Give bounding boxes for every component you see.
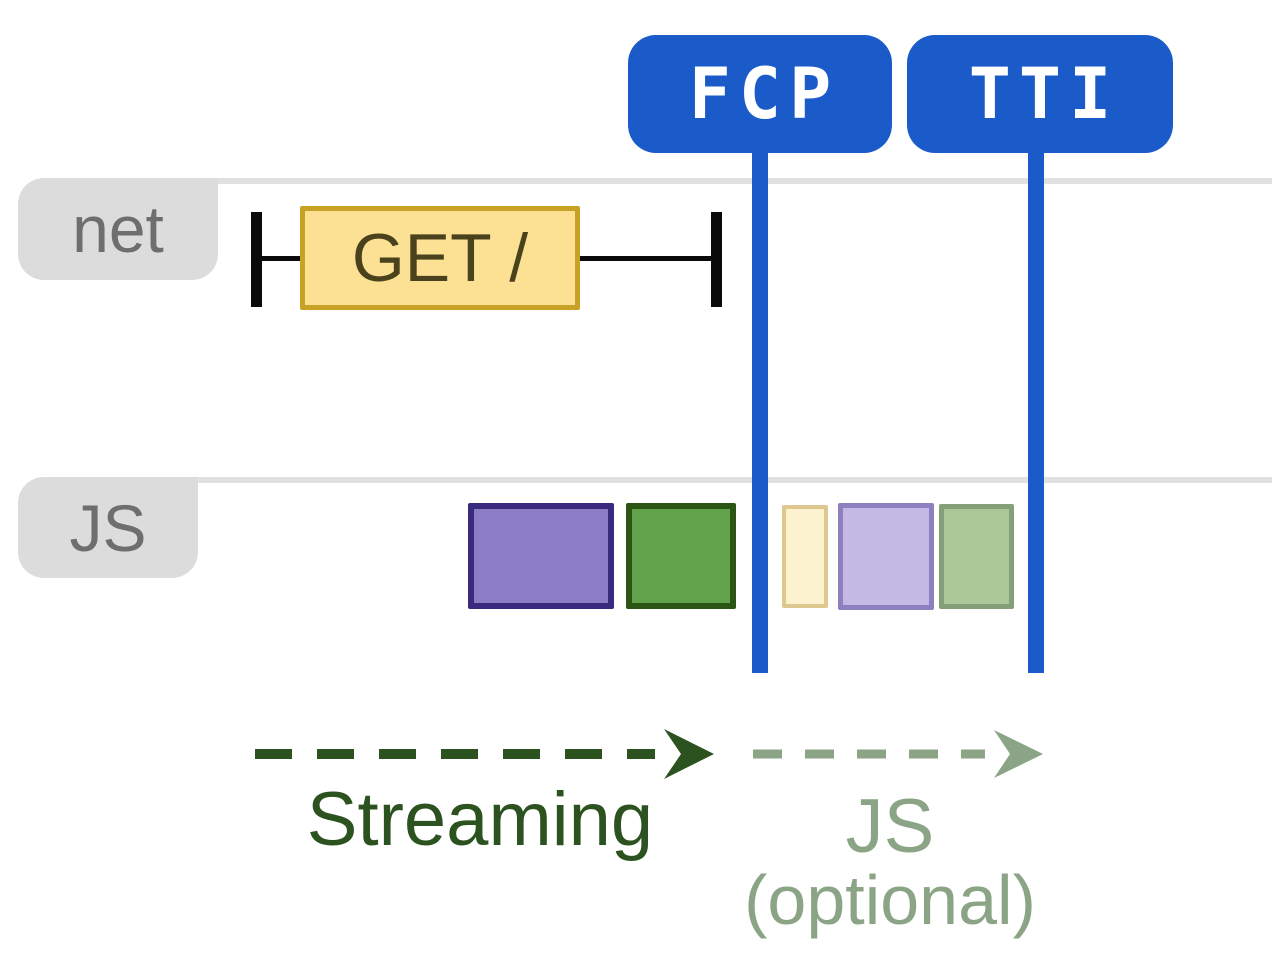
streaming-arrow — [255, 729, 714, 779]
fcp-badge-label: FCP — [688, 53, 840, 135]
request-end-tick — [711, 212, 722, 307]
net-track-line — [196, 178, 1272, 184]
js-optional-arrow — [753, 730, 1043, 778]
row-label-net: net — [18, 178, 218, 280]
request-box-get: GET / — [300, 206, 580, 310]
request-box-get-label: GET / — [351, 220, 529, 296]
js-track-line — [178, 477, 1272, 483]
request-start-tick — [251, 212, 262, 307]
tti-badge: TTI — [907, 35, 1173, 153]
js-task-main-green — [626, 503, 736, 609]
legend-streaming-label: Streaming — [306, 777, 654, 862]
row-label-net-text: net — [72, 192, 164, 266]
tti-marker-line — [1028, 150, 1044, 673]
row-label-js: JS — [18, 477, 198, 578]
legend-js-optional-note: (optional) — [744, 861, 1036, 939]
row-label-js-text: JS — [69, 490, 147, 565]
js-task-optional-yellow — [782, 505, 828, 608]
legend-js-label: JS — [845, 784, 935, 869]
fcp-marker-line — [752, 150, 768, 673]
js-task-main-purple — [468, 503, 614, 609]
fcp-badge: FCP — [628, 35, 892, 153]
js-task-optional-purple — [838, 503, 934, 610]
js-task-optional-green — [939, 504, 1014, 609]
tti-badge-label: TTI — [968, 53, 1120, 135]
